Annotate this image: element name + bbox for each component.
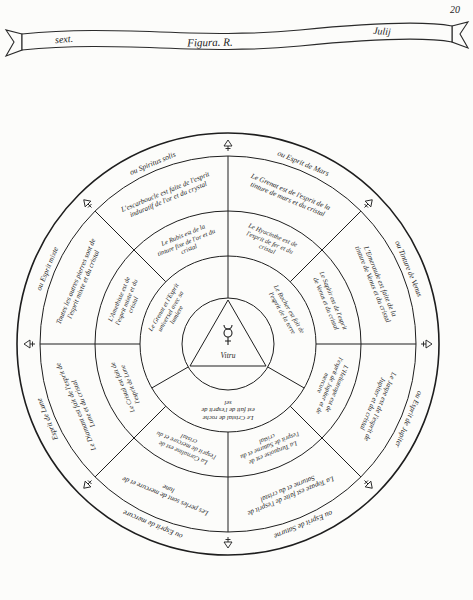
outer-sector: L'escarboucle est faite de l'esprit indu… [119, 170, 214, 222]
sulphur-symbol [224, 140, 232, 151]
page-number: 20 [450, 4, 460, 15]
wheel-disc: ou Spiritus solis ou Esprit de Mars ou Tin… [17, 133, 439, 555]
node-text: Le Diamant est fait de l'esprit de Lune … [54, 358, 106, 453]
banner-ribbon [6, 22, 468, 56]
sector-divider [228, 256, 229, 298]
ring-circle [95, 211, 361, 477]
sector-divider [152, 367, 188, 388]
sector-divider [40, 344, 95, 345]
sector-divider [95, 211, 134, 250]
node-text: L'escarboucle est faite de l'esprit indu… [119, 170, 214, 222]
node-text: L'Amethiste est de l'esprit mixte et du … [104, 268, 149, 336]
band-label: ou Esprit mixte [35, 246, 61, 292]
middle-sector: Le Saphir est de l'esprit de Venus et du… [310, 269, 348, 334]
inner-sector: Le Cristal de roche est fait de l'esprit… [199, 400, 257, 423]
sector-divider [228, 156, 229, 211]
figure-title: Figura. R. [187, 36, 233, 49]
node-text: L'Heliotrope est de l'esprit de Jupiter … [307, 352, 352, 420]
wheel-lines [17, 133, 439, 555]
outer-sector: Les perles sont de mercure et de lune [119, 466, 214, 518]
node-text: Le Saphir est de l'esprit de Venus et du… [310, 269, 348, 334]
node-text: Le Rubis est de la tinture fixe de l'or … [152, 220, 220, 265]
middle-sector: Le Hyacinthe est de l'esprit de fer et d… [236, 220, 304, 265]
node-text: Les perles sont de mercure et de lune [119, 466, 214, 518]
node-text: Le Rocher est fait de l'esprit de la ter… [265, 282, 307, 340]
sector-divider [228, 477, 229, 532]
middle-sector: L'Amethiste est de l'esprit mixte et du … [104, 268, 149, 336]
middle-sector: L'Heliotrope est de l'esprit de Jupiter … [307, 352, 352, 420]
node-text: La Turquoise est de l'esprit de Saturne … [236, 423, 304, 468]
band-label: ou Esprit de mercure [122, 508, 184, 540]
node-text: Toutes les autres pierres sont de l'espr… [54, 235, 106, 330]
sulphur-symbol [224, 537, 232, 548]
node-text: Le Grenat et l'Esprit universel avec sa … [146, 280, 195, 342]
ribbon-end [452, 22, 468, 48]
node-text: Le Cristal de roche est fait de l'esprit… [199, 400, 257, 423]
node-text: Le Grenat est de l'esprit de la tinture … [242, 170, 337, 222]
outer-sector: L'Emeraude est faite de la tinture de Ve… [350, 235, 402, 330]
banner-word: Julij [373, 25, 392, 37]
band-label: ou Esprit de Jupiter [393, 389, 424, 448]
sector-divider [361, 344, 416, 345]
ribbon-end [6, 30, 22, 56]
sector-divider [228, 211, 229, 256]
middle-sector: La Cornaline est de l'esprit de mercure … [152, 423, 220, 468]
band-label: ou Esprit de Saturne [272, 508, 333, 540]
sector-divider [95, 438, 134, 477]
node-text: La Cornaline est de l'esprit de mercure … [152, 423, 220, 468]
ring-circle [182, 298, 274, 390]
node-text: Vitru [208, 352, 248, 361]
sector-divider [322, 438, 361, 477]
band-label: ou Esprit de Mars [276, 149, 330, 178]
sector-divider [228, 432, 229, 477]
band-label: ou Spiritus solis [129, 150, 178, 177]
center-triangle [190, 300, 266, 366]
inner-sector: Le Rocher est fait de l'esprit de la ter… [265, 282, 307, 340]
sulphur-symbol [24, 340, 35, 348]
ring-circle [17, 133, 439, 555]
outer-sector: Le Diamant est fait de l'esprit de Lune … [54, 358, 106, 453]
mercury-symbol [224, 325, 232, 345]
banner-word: sext. [55, 33, 74, 46]
node-text: Le Cristal est fait de l'esprit de Lune [107, 354, 145, 419]
middle-sector: Le Cristal est fait de l'esprit de Lune [107, 354, 145, 419]
sector-divider [95, 344, 140, 345]
node-text: Le Hyacinthe est de l'esprit de fer et d… [236, 220, 304, 265]
sector-divider [268, 367, 304, 388]
sulphur-symbol [81, 197, 94, 210]
middle-sector: Le Rubis est de la tinture fixe de l'or … [152, 220, 220, 265]
sulphur-symbol [81, 478, 94, 491]
ring-circle [140, 256, 316, 432]
sulphur-symbol [362, 478, 375, 491]
middle-sector: La Turquoise est de l'esprit de Saturne … [236, 423, 304, 468]
ring-circle [40, 156, 416, 532]
outer-sector: Toutes les autres pierres sont de l'espr… [54, 235, 106, 330]
node-text: L'Emeraude est faite de la tinture de Ve… [350, 235, 402, 330]
band-label: ou Tinture de Venus [393, 240, 424, 299]
sulphur-symbol [421, 340, 432, 348]
sector-divider [316, 344, 361, 345]
inner-sector: Le Grenat et l'Esprit universel avec sa … [146, 280, 195, 342]
band-label: Esprit de Lune [35, 396, 60, 441]
outer-sector: Le Grenat est de l'esprit de la tinture … [242, 170, 337, 222]
ribbon-band [22, 23, 452, 50]
center-label-box: Vitru [208, 352, 248, 361]
sector-divider [322, 211, 361, 250]
sulphur-symbol [362, 197, 375, 210]
